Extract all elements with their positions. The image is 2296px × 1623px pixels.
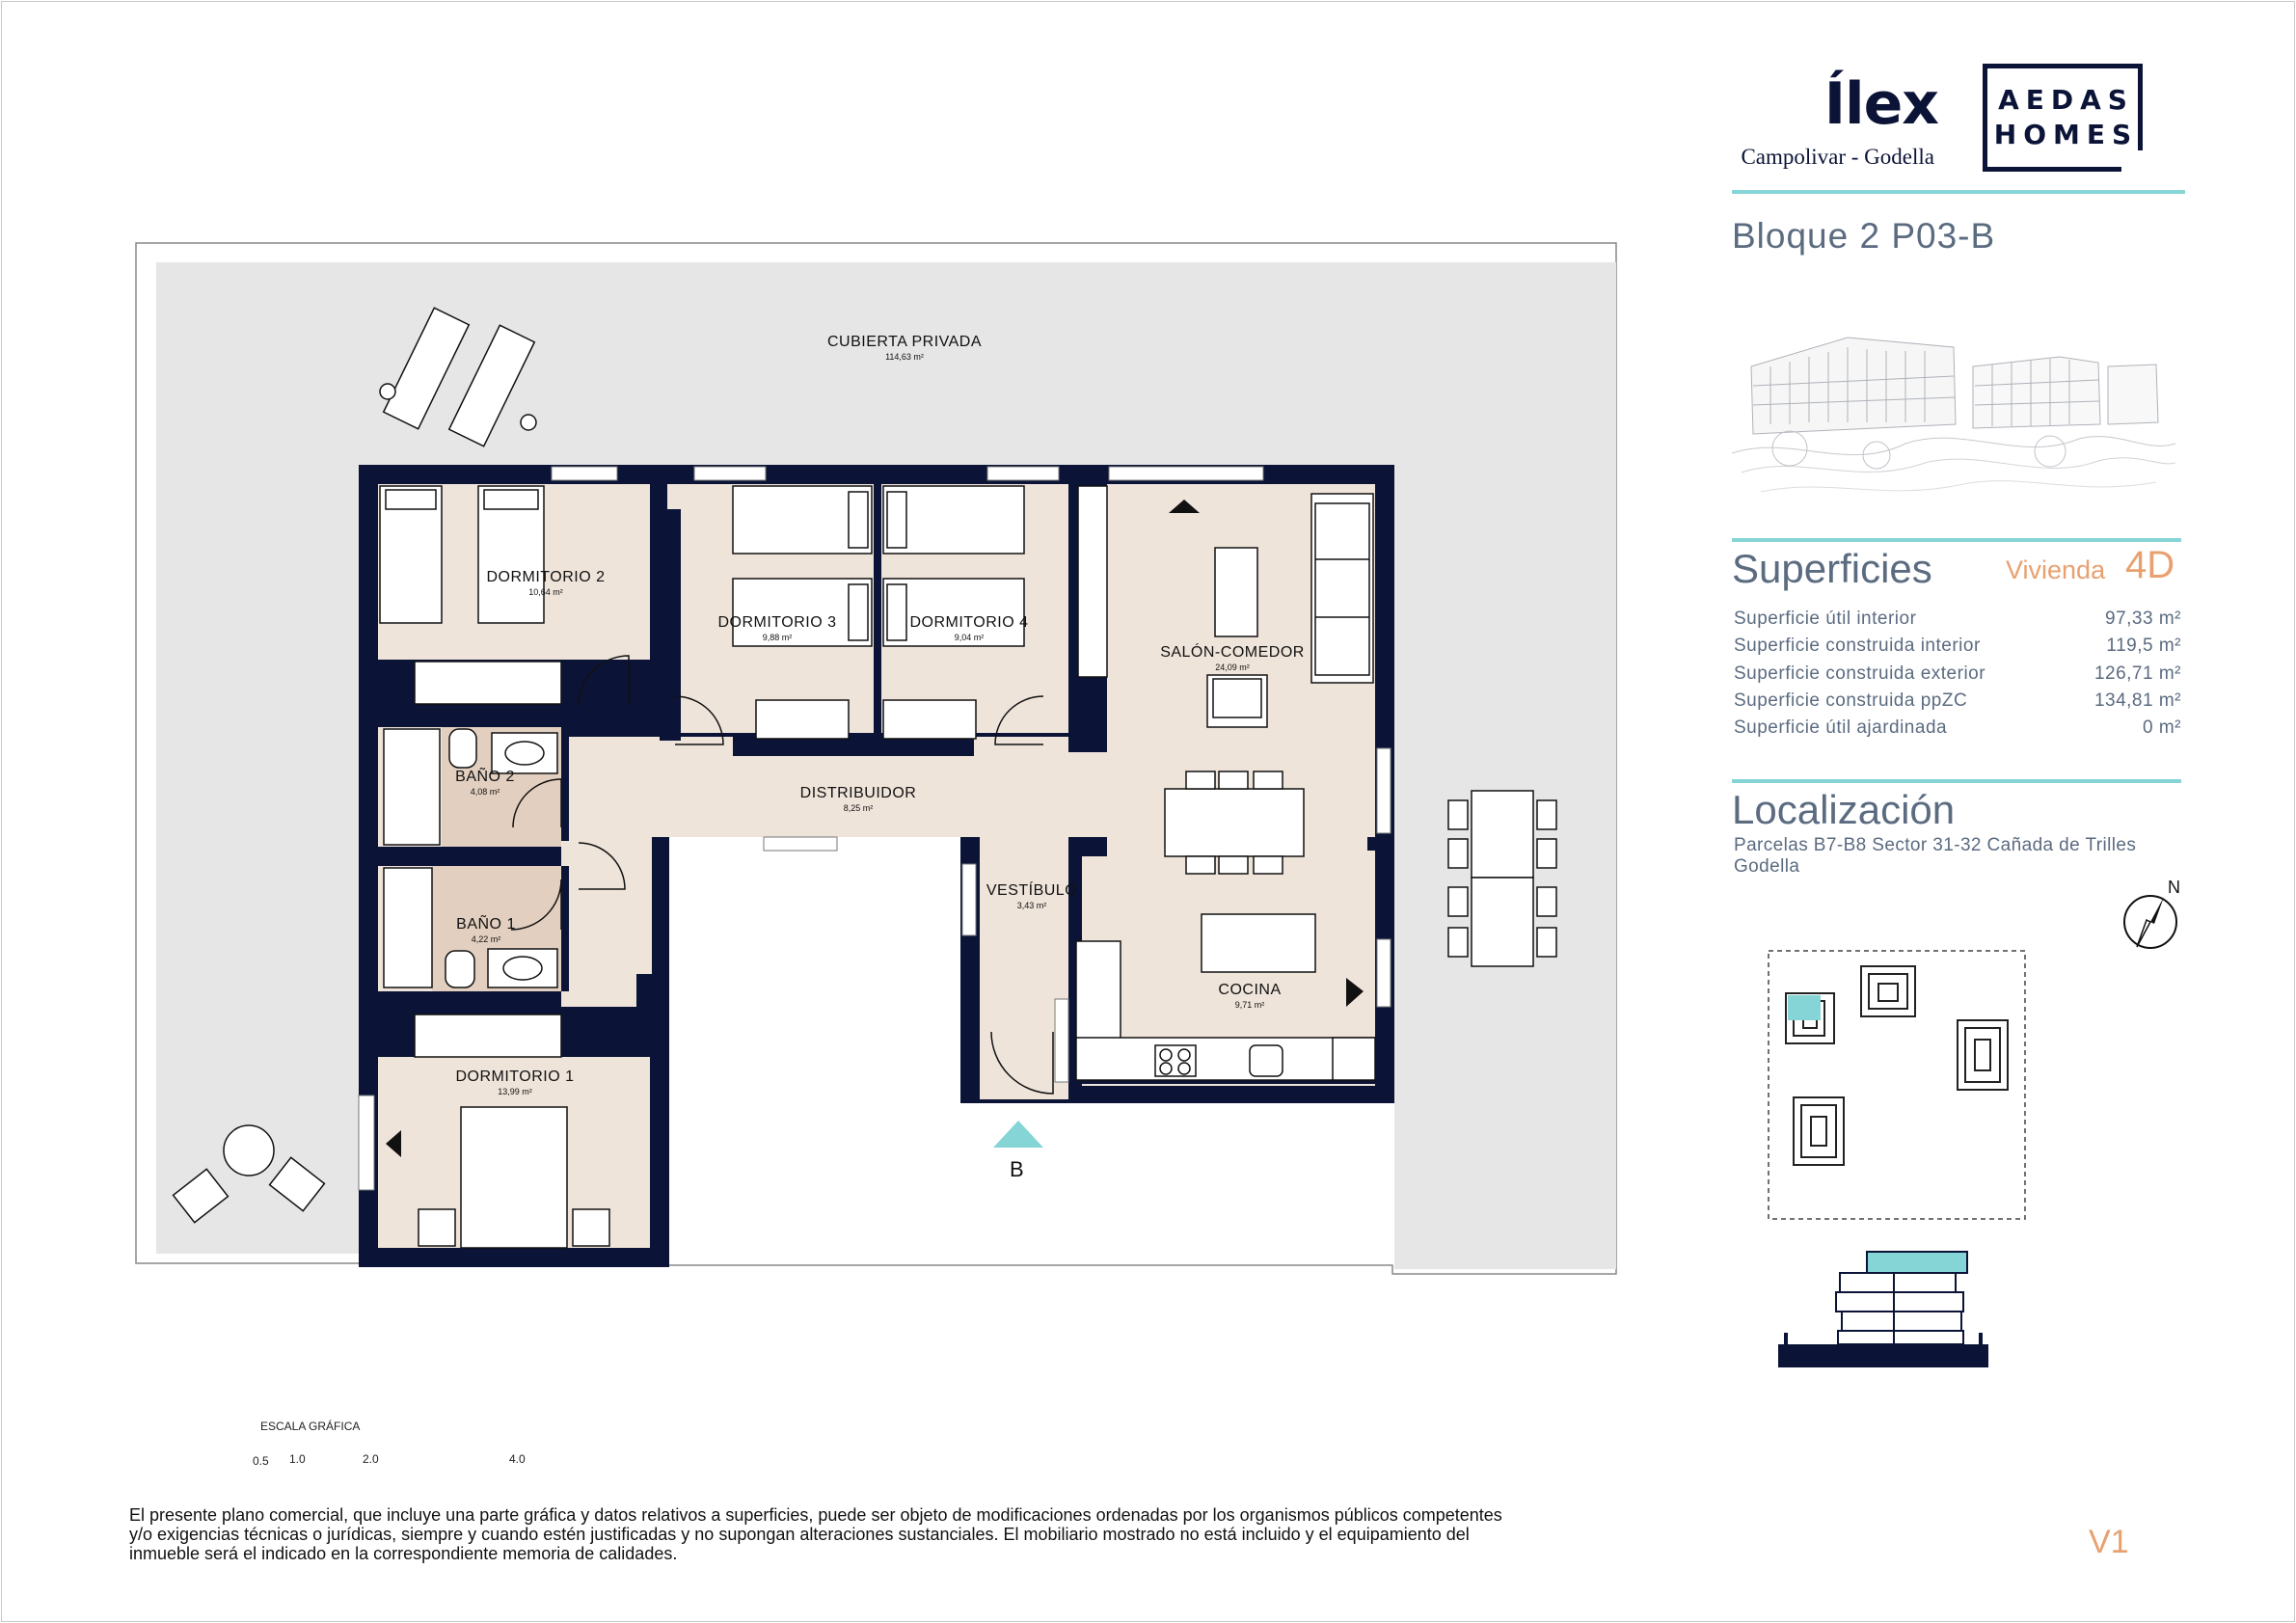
scale-mark: 4.0 — [509, 1452, 526, 1466]
room-name: BAÑO 1 — [456, 916, 516, 933]
surface-label: Superficie construida interior — [1734, 636, 1981, 656]
room-name: COCINA — [1218, 982, 1282, 998]
developer-logo-line1: AEDAS — [1998, 84, 2134, 116]
room-label-dormitorio1: DORMITORIO 1 13,99 m² — [455, 1068, 574, 1096]
legal-disclaimer: El presente plano comercial, que incluye… — [129, 1505, 1643, 1563]
logo-notch — [2121, 150, 2143, 172]
room-label-vestibulo: VESTÍBULO 3,43 m² — [986, 882, 1077, 910]
surface-label: Superficie construida exterior — [1734, 663, 1986, 684]
surface-value: 119,5 m² — [2106, 636, 2181, 656]
room-area: 13,99 m² — [498, 1087, 532, 1096]
surface-row: Superficie útil interior 97,33 m² — [1734, 609, 2181, 636]
disclaimer-line: El presente plano comercial, que incluye… — [129, 1505, 1502, 1525]
room-label-salon: SALÓN-COMEDOR 24,09 m² — [1160, 644, 1305, 672]
surface-row: Superficie construida ppZC 134,81 m² — [1734, 690, 2181, 717]
project-location: Campolivar - Godella — [1741, 145, 1934, 169]
compass-letter: N — [2168, 878, 2180, 897]
surface-value: 134,81 m² — [2093, 690, 2181, 711]
surface-label: Superficie construida ppZC — [1734, 690, 1968, 711]
room-name: DORMITORIO 1 — [455, 1068, 575, 1085]
developer-logo: AEDAS HOMES — [1983, 64, 2143, 172]
section-elevation — [1778, 1251, 1988, 1367]
section-marker-icon — [993, 1121, 1043, 1148]
superficies-divider — [1732, 538, 2181, 542]
scale-mark: 1.0 — [289, 1452, 306, 1466]
developer-logo-line2: HOMES — [1993, 119, 2139, 150]
room-area: 9,88 m² — [762, 633, 793, 642]
section-marker-label: B — [1010, 1157, 1024, 1181]
address-city: Godella — [1734, 856, 1800, 877]
superficies-title: Superficies — [1732, 546, 1932, 591]
room-name: DORMITORIO 4 — [909, 614, 1029, 631]
localizacion-address: Parcelas B7-B8 Sector 31-32 Cañada de Tr… — [1734, 835, 2187, 878]
scale-title: ESCALA GRÁFICA — [260, 1420, 361, 1433]
windows — [358, 466, 1391, 1191]
compass-icon: N — [2123, 878, 2180, 949]
surface-label: Superficie útil interior — [1734, 609, 1917, 629]
room-name: VESTÍBULO — [986, 882, 1078, 899]
localizacion-divider — [1732, 779, 2181, 783]
room-name: CUBIERTA PRIVADA — [826, 334, 983, 350]
vivienda-label: Vivienda — [2006, 555, 2106, 584]
scale-mark: 0.5 — [253, 1454, 269, 1468]
room-area: 114,63 m² — [885, 352, 924, 362]
surface-value: 0 m² — [2143, 717, 2181, 738]
version-label: V1 — [2089, 1524, 2129, 1560]
localizacion-title: Localización — [1732, 787, 1956, 832]
surface-row: Superficie construida interior 119,5 m² — [1734, 636, 2181, 663]
room-label-bano1: BAÑO 1 4,22 m² — [456, 916, 516, 944]
room-label-dormitorio3: DORMITORIO 3 9,88 m² — [717, 614, 836, 642]
header-divider — [1732, 190, 2185, 194]
room-name: DISTRIBUIDOR — [799, 785, 917, 801]
room-area: 3,43 m² — [1016, 901, 1047, 910]
room-name: BAÑO 2 — [455, 769, 515, 785]
surface-row: Superficie útil ajardinada 0 m² — [1734, 717, 2181, 744]
room-area: 9,04 m² — [954, 633, 985, 642]
door-swings — [510, 655, 1054, 1095]
site-plan — [1768, 950, 2026, 1220]
building-sketch — [1732, 337, 2175, 493]
disclaimer-line: y/o exigencias técnicas o jurídicas, sie… — [129, 1525, 1470, 1544]
surface-value: 126,71 m² — [2093, 663, 2181, 684]
room-area: 4,08 m² — [470, 787, 500, 797]
room-label-cubierta: CUBIERTA PRIVADA 114,63 m² — [827, 334, 982, 362]
address-line: Parcelas B7-B8 Sector 31-32 Cañada de Tr… — [1734, 835, 2137, 855]
room-name: DORMITORIO 3 — [717, 614, 837, 631]
room-label-distribuidor: DISTRIBUIDOR 8,25 m² — [800, 785, 917, 813]
disclaimer-line: inmueble será el indicado en la correspo… — [129, 1544, 678, 1563]
surface-label: Superficie útil ajardinada — [1734, 717, 1948, 738]
room-name: SALÓN-COMEDOR — [1160, 644, 1305, 661]
room-area: 8,25 m² — [843, 803, 874, 813]
room-label-bano2: BAÑO 2 4,08 m² — [455, 769, 515, 797]
room-label-dormitorio2: DORMITORIO 2 10,64 m² — [486, 569, 605, 597]
project-logo: Ílex — [1823, 70, 1939, 138]
surface-value: 97,33 m² — [2105, 609, 2181, 629]
room-area: 24,09 m² — [1215, 663, 1250, 672]
room-label-dormitorio4: DORMITORIO 4 9,04 m² — [909, 614, 1028, 642]
furniture — [172, 307, 1557, 1249]
unit-title: Bloque 2 P03-B — [1732, 216, 1996, 256]
room-area: 10,64 m² — [528, 587, 563, 597]
room-area: 4,22 m² — [471, 934, 501, 944]
room-label-cocina: COCINA 9,71 m² — [1218, 982, 1281, 1010]
view-arrows — [386, 500, 1364, 1157]
vivienda-type: 4D — [2125, 544, 2175, 586]
scale-mark: 2.0 — [363, 1452, 379, 1466]
surface-row: Superficie construida exterior 126,71 m² — [1734, 663, 2181, 690]
room-area: 9,71 m² — [1234, 1000, 1265, 1010]
floor-plan: N A A — [135, 242, 1617, 1275]
room-name: DORMITORIO 2 — [486, 569, 606, 585]
